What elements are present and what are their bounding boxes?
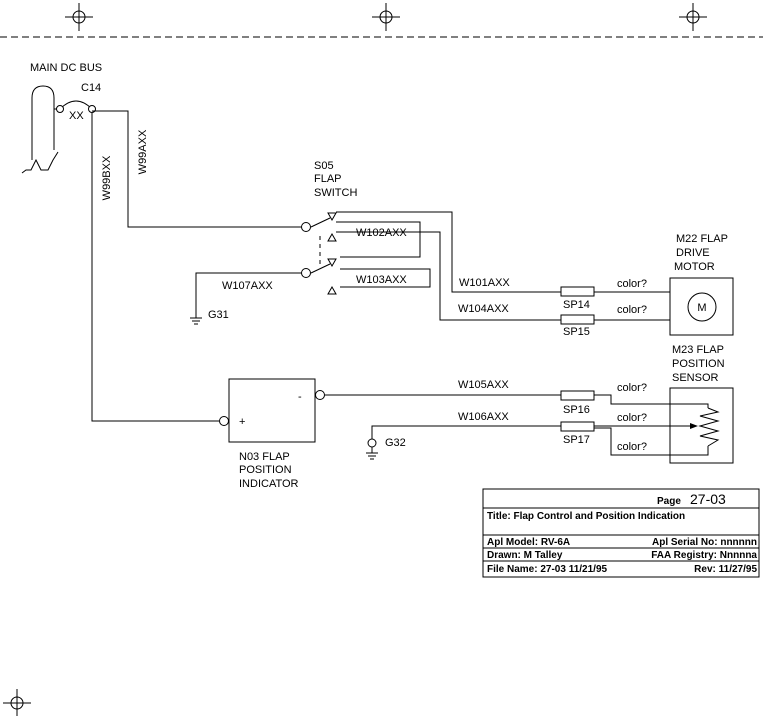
splice-sp16-label: SP16 xyxy=(563,404,590,416)
switch-line2: SWITCH xyxy=(314,187,357,199)
bus-bar-symbol xyxy=(21,85,59,174)
sensor-line2: POSITION xyxy=(672,358,725,370)
title-block-serial: Apl Serial No: nnnnnn xyxy=(652,537,757,548)
splice-sp17 xyxy=(560,421,595,432)
indicator-terminal-minus xyxy=(315,390,325,400)
ground-g31-symbol xyxy=(190,317,202,325)
ground-g32-terminal xyxy=(367,438,377,448)
wire-w99a-label: W99AXX xyxy=(137,129,149,174)
indicator-terminal-plus xyxy=(219,416,229,426)
motor-line3: MOTOR xyxy=(674,261,715,273)
registration-mark-top-left xyxy=(65,3,93,31)
wire-w106-label: W106AXX xyxy=(458,411,509,423)
wire-w99b-label: W99BXX xyxy=(101,155,113,200)
wire-w105-label: W105AXX xyxy=(458,379,509,391)
ground-g32-symbol xyxy=(366,447,378,460)
ground-g32-label: G32 xyxy=(385,437,406,449)
sensor-lead-3-color: color? xyxy=(617,441,647,453)
bus-label: MAIN DC BUS xyxy=(30,62,102,74)
title-block-model: Apl Model: RV-6A xyxy=(487,537,570,548)
motor-lead-1-color: color? xyxy=(617,278,647,290)
registration-mark-top-center xyxy=(372,3,400,31)
indicator-line2: POSITION xyxy=(239,464,292,476)
title-block xyxy=(482,488,760,578)
breaker-rating: XX xyxy=(69,110,84,122)
motor-lead-2-color: color? xyxy=(617,304,647,316)
motor-box xyxy=(669,277,734,336)
title-block-title: Title: Flap Control and Position Indicat… xyxy=(487,511,685,522)
switch-box-w103 xyxy=(340,268,431,288)
splice-sp16 xyxy=(560,390,595,401)
title-block-revision: Rev: 11/27/95 xyxy=(694,564,757,575)
splice-sp15 xyxy=(560,314,595,325)
flap-switch-symbol xyxy=(301,212,337,295)
switch-line1: FLAP xyxy=(314,173,342,185)
wire-w106 xyxy=(371,425,561,441)
ground-g31-label: G31 xyxy=(208,309,229,321)
wire-w107 xyxy=(195,272,302,318)
indicator-plus-sign: + xyxy=(239,416,245,428)
sensor-resistor-symbol xyxy=(698,407,720,447)
wire-w104 xyxy=(336,231,561,321)
splice-sp17-label: SP17 xyxy=(563,434,590,446)
wire-w104-label: W104AXX xyxy=(458,303,509,315)
sensor-wiper-arrow xyxy=(690,423,698,429)
splice-sp15-label: SP15 xyxy=(563,326,590,338)
sensor-lead-1 xyxy=(594,394,709,408)
wire-w102-label: W102AXX xyxy=(356,227,407,239)
title-block-drawn: Drawn: M Talley xyxy=(487,550,563,561)
registration-mark-bottom-left xyxy=(3,689,31,716)
indicator-minus-sign: - xyxy=(298,391,302,403)
wire-w101-label: W101AXX xyxy=(459,277,510,289)
sensor-id: M23 FLAP xyxy=(672,344,724,356)
sensor-lead-1-color: color? xyxy=(617,382,647,394)
title-block-registry: FAA Registry: Nnnnna xyxy=(651,550,757,561)
indicator-line3: INDICATOR xyxy=(239,478,299,490)
title-block-page-number: 27-03 xyxy=(690,491,726,507)
registration-mark-top-right xyxy=(679,3,707,31)
splice-sp14-label: SP14 xyxy=(563,299,590,311)
motor-symbol-circle xyxy=(687,292,717,322)
wire-w99b xyxy=(91,113,219,422)
wire-w101 xyxy=(336,211,561,293)
wire-w99a xyxy=(92,110,303,228)
indicator-id: N03 FLAP xyxy=(239,451,290,463)
title-block-file-name: File Name: 27-03 11/21/95 xyxy=(487,564,608,575)
switch-box-w102 xyxy=(336,221,421,258)
breaker-id: C14 xyxy=(81,82,101,94)
wire-w107-label: W107AXX xyxy=(222,280,273,292)
sensor-lead-2-color: color? xyxy=(617,412,647,424)
switch-id: S05 xyxy=(314,160,334,172)
title-block-page-label: Page xyxy=(657,496,681,507)
splice-sp14 xyxy=(560,286,595,297)
wire-w103-label: W103AXX xyxy=(356,274,407,286)
motor-symbol-letter: M xyxy=(697,302,706,314)
sensor-lead-3 xyxy=(594,427,709,456)
motor-id: M22 FLAP xyxy=(676,233,728,245)
sensor-line3: SENSOR xyxy=(672,372,719,384)
indicator-box xyxy=(228,378,316,443)
motor-line2: DRIVE xyxy=(676,247,710,259)
